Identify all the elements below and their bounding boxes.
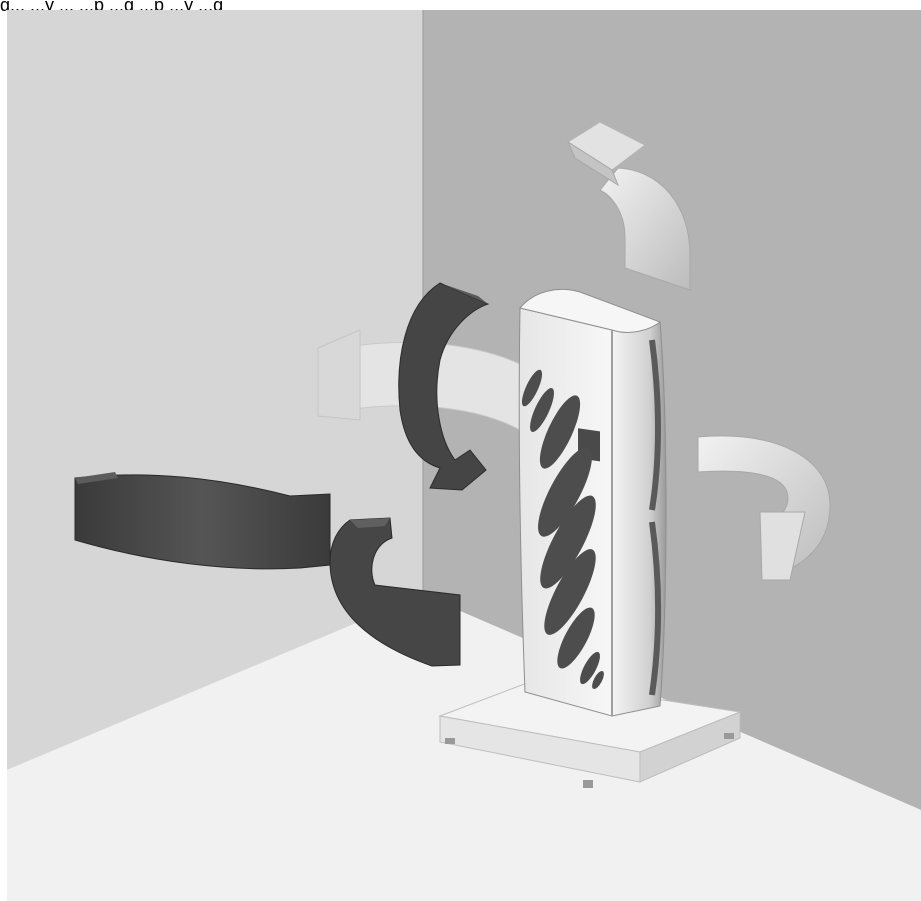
base-foot <box>583 780 593 788</box>
base-foot <box>724 733 734 739</box>
base-foot <box>445 738 455 744</box>
